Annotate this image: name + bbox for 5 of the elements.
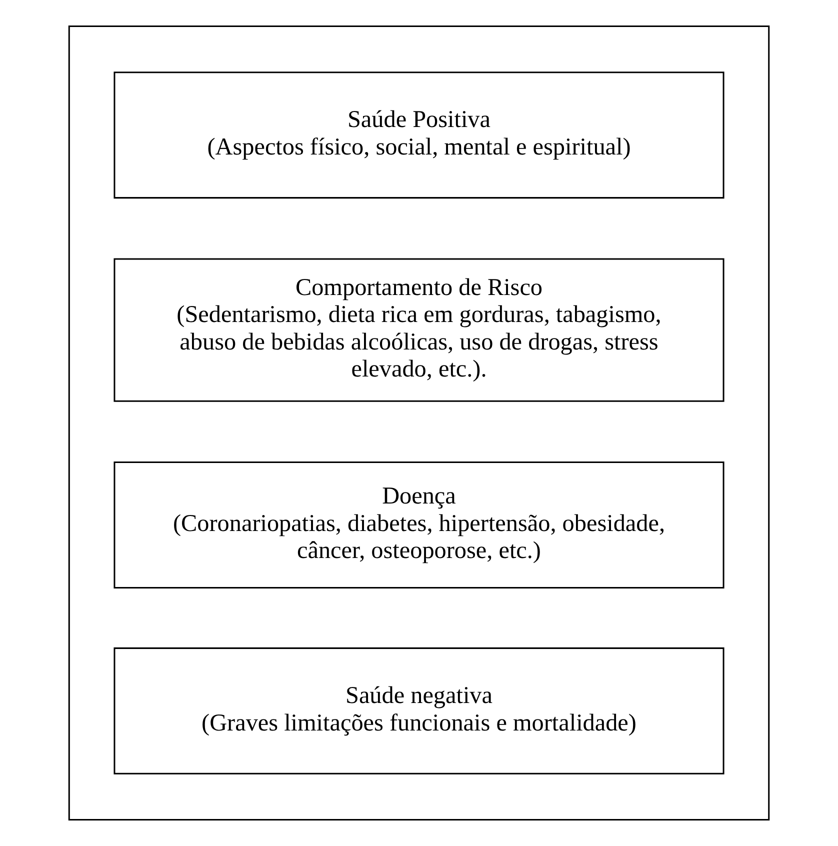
- cluster: [68, 26, 770, 820]
- node-box: Doença (Coronariopatias, diabetes, hipertensão, obesidade, câncer, osteoporose, etc.): [114, 462, 724, 588]
- node-box: Saúde negativa (Graves limitações funcionais e mortalidade): [114, 647, 724, 774]
- node-box: Saúde Positiva (Aspectos físico, social, mental e espiritual): [114, 72, 724, 199]
- node-box: Comportamento de Risco (Sedentarismo, dieta rica em gorduras, tabagismo, abuso de bebidas alcoólicas, uso de drogas, stress elevado, etc.).: [114, 258, 724, 402]
